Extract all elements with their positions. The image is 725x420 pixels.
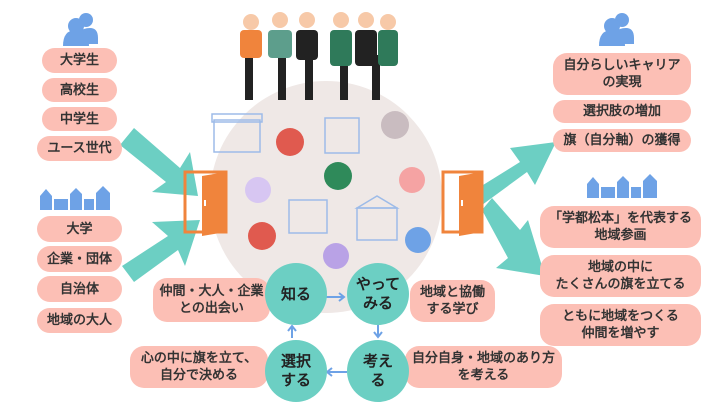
left-org-item: 自治体 [37,276,122,302]
left-people-item: ユース世代 [37,136,122,161]
school-icon [354,195,400,241]
left-people-item: 大学生 [42,48,117,73]
cycle-note-think: 自分自身・地域のあり方 を考える [405,346,562,388]
arrow-door-to-region [482,198,545,276]
right-people-item: 自分らしいキャリア の実現 [553,53,691,95]
cycle-note-choose: 心の中に旗を立て、 自分で決める [130,346,268,388]
left-org-item: 企業・団体 [37,246,122,272]
left-org-item: 地域の大人 [37,308,122,333]
left-org-item: 大学 [37,216,122,242]
right-people-item: 選択肢の増加 [553,100,691,123]
cycle-note-meet: 仲間・大人・企業 との出会い [153,278,270,322]
right-org-item: 地域の中に たくさんの旗を立てる [540,255,701,297]
left-people-item: 中学生 [42,107,117,131]
door-icon-left [183,170,228,236]
door-icon-right [441,170,484,236]
step-choose: 選択 する [265,340,327,402]
people-icon-right [599,13,634,46]
students-illustration [240,12,398,100]
right-org-item: 「学都松本」を代表する 地域参画 [540,206,701,248]
arrow-orgs-to-door [122,220,200,282]
city-icon-right [587,174,657,198]
community-circle [210,81,442,313]
left-people-item: 高校生 [42,78,117,102]
step-think: 考え る [347,340,409,402]
people-icon-left [63,13,98,46]
shop-sign-icon [288,199,328,234]
building-icon [324,117,360,154]
step-try: やって みる [347,263,409,325]
cycle-arrows [287,292,383,377]
city-icon-left [40,186,110,210]
shop-icon [211,113,263,153]
community-people-icons [245,111,431,269]
arrow-door-to-self [475,142,556,205]
cycle-note-collaborate: 地域と協働 する学び [410,280,495,322]
step-know: 知る [265,263,327,325]
right-people-item: 旗（自分軸）の獲得 [553,129,691,152]
right-org-item: ともに地域をつくる 仲間を増やす [540,304,701,346]
arrow-youth-to-door [120,128,198,196]
